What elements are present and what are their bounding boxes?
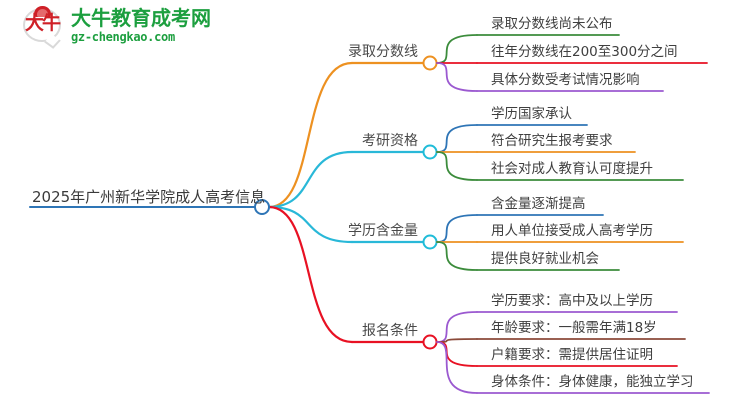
mindmap-leaf-label-2-2[interactable]: 符合研究生报考要求 <box>491 133 613 149</box>
mindmap-leaf-label-3-3[interactable]: 提供良好就业机会 <box>491 251 599 267</box>
logo-mark-char: 大牛 <box>24 12 61 34</box>
mindmap-branch-label-4[interactable]: 报名条件 <box>362 323 418 339</box>
mindmap-leaf-label-4-2[interactable]: 年龄要求：一般需年满18岁 <box>491 320 657 336</box>
mindmap-leaf-label-4-1[interactable]: 学历要求：高中及以上学历 <box>491 293 653 309</box>
mindmap-branch-label-3[interactable]: 学历含金量 <box>348 223 418 239</box>
site-logo[interactable]: 大牛 大牛教育成考网 gz-chengkao.com <box>22 6 211 46</box>
logo-mark-icon: 大牛 <box>22 6 64 46</box>
mindmap-branch-label-1[interactable]: 录取分数线 <box>348 44 418 60</box>
mindmap-leaf-label-2-1[interactable]: 学历国家承认 <box>491 106 572 122</box>
mindmap-leaf-label-4-3[interactable]: 户籍要求：需提供居住证明 <box>491 347 653 363</box>
mindmap-branch-label-2[interactable]: 考研资格 <box>362 133 418 149</box>
mindmap-leaf-label-2-3[interactable]: 社会对成人教育认可度提升 <box>491 161 653 177</box>
mindmap-leaf-label-1-3[interactable]: 具体分数受考试情况影响 <box>491 72 640 88</box>
logo-subtitle: gz-chengkao.com <box>71 30 175 44</box>
mindmap-leaf-label-1-2[interactable]: 往年分数线在200至300分之间 <box>491 44 678 60</box>
mindmap-leaf-label-3-1[interactable]: 含金量逐渐提高 <box>491 196 586 212</box>
mindmap-leaf-label-3-2[interactable]: 用人单位接受成人高考学历 <box>491 223 653 239</box>
mindmap-root-label[interactable]: 2025年广州新华学院成人高考信息 <box>32 188 266 206</box>
mindmap-leaf-label-1-1[interactable]: 录取分数线尚未公布 <box>491 16 613 32</box>
logo-title: 大牛教育成考网 <box>71 6 211 30</box>
mindmap-leaf-label-4-4[interactable]: 身体条件：身体健康，能独立学习 <box>491 374 694 390</box>
